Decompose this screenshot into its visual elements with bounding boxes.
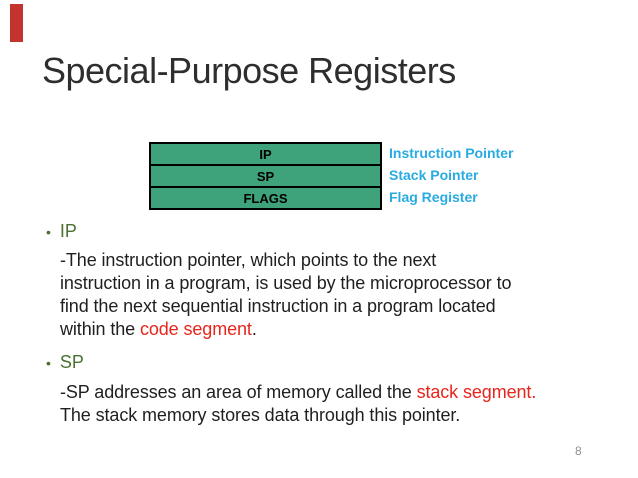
paragraph-ip-line: find the next sequential instruction in … (60, 296, 496, 316)
red-ribbon (10, 4, 23, 42)
page-number: 8 (575, 444, 582, 458)
register-diagram: IP SP FLAGS (149, 142, 382, 210)
paragraph-ip: -The instruction pointer, which points t… (60, 249, 590, 341)
paragraph-sp-line: -SP addresses an area of memory called t… (60, 382, 537, 402)
bullet-heading-sp-label: SP (59, 352, 84, 372)
paragraph-ip-line: instruction in a program, is used by the… (60, 273, 512, 293)
bullet-heading-ip-label: IP (59, 221, 77, 241)
slide-title: Special-Purpose Registers (42, 50, 456, 91)
paragraph-sp: -SP addresses an area of memory called t… (60, 381, 605, 427)
register-cell-sp: SP (151, 166, 380, 188)
bullet-icon: • (46, 224, 51, 240)
paragraph-ip-line: within the code segment. (60, 319, 257, 339)
label-flag-register: Flag Register (389, 189, 478, 205)
code-segment-highlight: code segment (139, 319, 252, 339)
label-stack-pointer: Stack Pointer (389, 167, 479, 183)
paragraph-sp-line: The stack memory stores data through thi… (60, 405, 461, 425)
stack-segment-highlight: stack segment. (416, 382, 537, 402)
bullet-icon: • (46, 355, 51, 371)
register-labels: Instruction Pointer Stack Pointer Flag R… (389, 142, 513, 208)
bullet-heading-ip: • IP (46, 221, 77, 242)
label-instruction-pointer: Instruction Pointer (389, 145, 514, 161)
bullet-heading-sp: • SP (46, 352, 84, 373)
register-cell-ip: IP (151, 144, 380, 166)
paragraph-ip-line: -The instruction pointer, which points t… (60, 250, 437, 270)
register-cell-flags: FLAGS (151, 188, 380, 208)
